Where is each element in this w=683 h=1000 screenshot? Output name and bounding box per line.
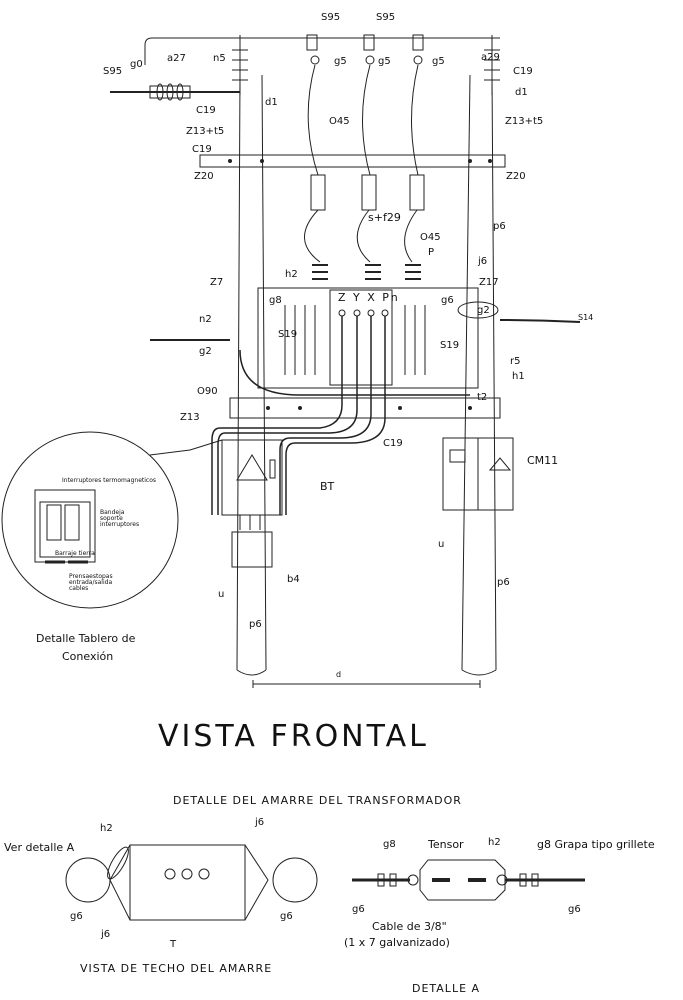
label-g8-left: g8 xyxy=(383,839,396,850)
label-cable-line1: Cable de 3/8" xyxy=(372,920,447,933)
label-terminals: Z Y X Pn xyxy=(338,291,400,304)
top-view-title: VISTA DE TECHO DEL AMARRE xyxy=(80,962,273,975)
detail-title-line1: Detalle Tablero de xyxy=(36,632,136,645)
label-j6: j6 xyxy=(478,256,488,267)
label-p: P xyxy=(428,247,435,258)
label-a27: a27 xyxy=(167,53,186,64)
label-g8-grapa: g8 Grapa tipo grillete xyxy=(537,838,655,851)
label-c19-bottom: C19 xyxy=(383,438,403,449)
label-s19-right: S19 xyxy=(440,340,460,351)
label-h2-top: h2 xyxy=(100,823,113,834)
label-s95-mid2: S95 xyxy=(376,12,396,23)
detail-circle xyxy=(1,431,179,609)
label-h1: h1 xyxy=(512,371,525,382)
label-g6: g6 xyxy=(441,295,454,306)
label-o45: O45 xyxy=(329,116,350,127)
label-g2-left: g2 xyxy=(199,346,212,357)
label-g6-a-right: g6 xyxy=(568,904,581,915)
label-bt: BT xyxy=(320,480,335,493)
label-p6-right: p6 xyxy=(497,577,510,588)
label-tensor: Tensor xyxy=(428,838,464,851)
label-g0: g0 xyxy=(130,59,143,70)
label-r5: r5 xyxy=(510,356,521,367)
label-c19: C19 xyxy=(196,105,216,116)
amarre-top-view xyxy=(65,844,318,921)
label-bandeja: Bandeja soporte interruptores xyxy=(100,509,140,528)
label-n5: n5 xyxy=(213,53,226,64)
label-d1-right: d1 xyxy=(515,87,528,98)
label-g5: g5 xyxy=(378,56,391,67)
label-g5: g5 xyxy=(432,56,445,67)
b4-box xyxy=(231,531,273,568)
label-c19-right: C19 xyxy=(513,66,533,77)
label-z17: Z17 xyxy=(479,277,499,288)
detail-a-title: DETALLE A xyxy=(412,982,481,995)
label-u-left: u xyxy=(218,589,225,600)
label-p6: p6 xyxy=(493,221,506,232)
pole-clamp xyxy=(457,301,499,319)
label-barraje: Barraje tierra xyxy=(55,550,95,557)
label-z20-right: Z20 xyxy=(506,171,526,182)
label-o45-mid: O45 xyxy=(420,232,441,243)
cm11-meter-box xyxy=(442,437,514,511)
crossarm-lower xyxy=(229,397,501,419)
label-z13-t5-left: Z13+t5 xyxy=(186,126,225,137)
label-g5: g5 xyxy=(334,56,347,67)
label-t2: t2 xyxy=(477,392,488,403)
label-g6-right: g6 xyxy=(280,911,293,922)
detail-title-line2: Conexión xyxy=(62,650,114,663)
label-cable-line2: (1 x 7 galvanizado) xyxy=(344,936,450,949)
label-t: T xyxy=(170,939,177,950)
label-n2: n2 xyxy=(199,314,212,325)
label-p6-left: p6 xyxy=(249,619,262,630)
label-h2: h2 xyxy=(285,269,298,280)
label-b4: b4 xyxy=(287,574,300,585)
primary-conductor xyxy=(144,37,500,65)
label-j6-top: j6 xyxy=(255,817,265,828)
label-cm11: CM11 xyxy=(527,454,559,467)
detail-panel-drawing xyxy=(34,489,96,564)
label-u-right: u xyxy=(438,539,445,550)
label-a29: a29 xyxy=(481,52,500,63)
label-z13-t5-right: Z13+t5 xyxy=(505,116,544,127)
label-o90: O90 xyxy=(197,386,218,397)
detail-a-drawing xyxy=(352,859,585,901)
label-g6-left: g6 xyxy=(70,911,83,922)
label-h2-a: h2 xyxy=(488,837,501,848)
label-s19-left: S19 xyxy=(278,329,298,340)
crossarm-upper xyxy=(199,154,506,168)
label-interruptores: Interruptores termomagneticos xyxy=(62,477,156,484)
label-d: d xyxy=(336,670,342,679)
page-title: VISTA FRONTAL xyxy=(158,719,429,754)
label-j6-bottom: j6 xyxy=(101,929,111,940)
label-s14: S14 xyxy=(578,313,594,322)
label-c19-crossarm: C19 xyxy=(192,144,212,155)
label-prensaestopas: Prensaestopas entrada/salida cables xyxy=(69,573,113,592)
pole-right xyxy=(461,74,497,676)
label-d1-left: d1 xyxy=(265,97,278,108)
label-z13: Z13 xyxy=(180,412,200,423)
label-s-f29: s+f29 xyxy=(368,211,401,224)
label-z7: Z7 xyxy=(210,277,224,288)
insulator-string xyxy=(149,83,191,101)
bt-panel xyxy=(221,439,283,516)
label-s95-left: S95 xyxy=(103,66,123,77)
cutouts xyxy=(304,34,425,263)
transformer xyxy=(257,264,479,389)
label-z20-left: Z20 xyxy=(194,171,214,182)
label-g2-right: g2 xyxy=(477,305,490,316)
pole-left xyxy=(236,74,267,676)
amarre-title: DETALLE DEL AMARRE DEL TRANSFORMADOR xyxy=(173,794,462,807)
label-g6-a-left: g6 xyxy=(352,904,365,915)
label-s95-mid1: S95 xyxy=(321,12,341,23)
label-ver-detalle: Ver detalle A xyxy=(4,841,75,854)
secondary-cables xyxy=(211,316,470,515)
label-g8: g8 xyxy=(269,295,282,306)
